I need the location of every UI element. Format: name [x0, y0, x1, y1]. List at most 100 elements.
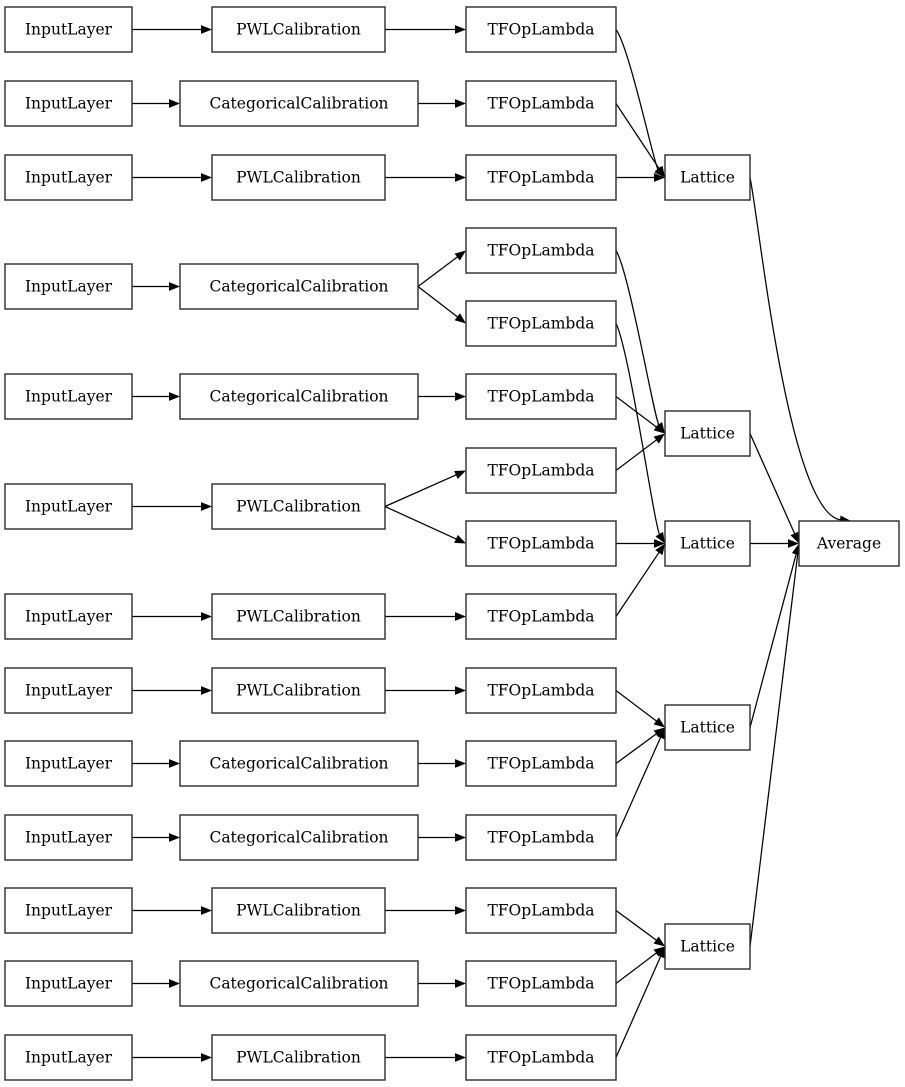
edge-line	[749, 553, 798, 728]
node-box-categorical-calibration[interactable]	[179, 814, 419, 861]
node-tf11[interactable]: TFOpLambda	[465, 740, 617, 787]
node-box-lattice[interactable]	[664, 520, 751, 567]
node-box-pwlcalibration[interactable]	[211, 6, 386, 53]
node-box-tfop-lambda[interactable]	[465, 740, 617, 787]
node-box-input-layer[interactable]	[4, 814, 133, 861]
node-lat5[interactable]: Lattice	[664, 923, 751, 970]
node-box-input-layer[interactable]	[4, 154, 133, 201]
node-box-pwlcalibration[interactable]	[211, 154, 386, 201]
node-cal11[interactable]: PWLCalibration	[211, 887, 386, 934]
node-box-lattice[interactable]	[664, 154, 751, 201]
node-cal10[interactable]: CategoricalCalibration	[179, 814, 419, 861]
node-box-tfop-lambda[interactable]	[465, 814, 617, 861]
node-box-input-layer[interactable]	[4, 740, 133, 787]
node-box-tfop-lambda[interactable]	[465, 154, 617, 201]
node-box-lattice[interactable]	[664, 410, 751, 457]
node-cal4[interactable]: CategoricalCalibration	[179, 263, 419, 310]
node-tf4[interactable]: TFOpLambda	[465, 227, 617, 274]
node-box-pwlcalibration[interactable]	[211, 483, 386, 530]
node-box-tfop-lambda[interactable]	[465, 80, 617, 127]
node-box-tfop-lambda[interactable]	[465, 447, 617, 494]
node-box-input-layer[interactable]	[4, 887, 133, 934]
node-box-categorical-calibration[interactable]	[179, 373, 419, 420]
node-box-categorical-calibration[interactable]	[179, 80, 419, 127]
node-in10[interactable]: InputLayer	[4, 814, 133, 861]
arrowhead	[169, 833, 180, 842]
node-in5[interactable]: InputLayer	[4, 373, 133, 420]
arrowhead	[169, 282, 180, 291]
node-box-pwlcalibration[interactable]	[211, 667, 386, 714]
node-tf5[interactable]: TFOpLambda	[465, 300, 617, 347]
node-tf3[interactable]: TFOpLambda	[465, 154, 617, 201]
node-lat2[interactable]: Lattice	[664, 410, 751, 457]
edge-line	[615, 952, 658, 984]
arrowhead	[653, 946, 665, 957]
node-tf8[interactable]: TFOpLambda	[465, 520, 617, 567]
node-tf13[interactable]: TFOpLambda	[465, 887, 617, 934]
node-in2[interactable]: InputLayer	[4, 80, 133, 127]
node-in13[interactable]: InputLayer	[4, 1034, 133, 1081]
node-cal1[interactable]: PWLCalibration	[211, 6, 386, 53]
node-box-pwlcalibration[interactable]	[211, 593, 386, 640]
node-in1[interactable]: InputLayer	[4, 6, 133, 53]
node-tf1[interactable]: TFOpLambda	[465, 6, 617, 53]
node-lat3[interactable]: Lattice	[664, 520, 751, 567]
node-box-tfop-lambda[interactable]	[465, 887, 617, 934]
node-tf2[interactable]: TFOpLambda	[465, 80, 617, 127]
node-box-tfop-lambda[interactable]	[465, 1034, 617, 1081]
node-box-input-layer[interactable]	[4, 593, 133, 640]
node-cal3[interactable]: PWLCalibration	[211, 154, 386, 201]
node-cal9[interactable]: CategoricalCalibration	[179, 740, 419, 787]
node-lat4[interactable]: Lattice	[664, 704, 751, 751]
node-in4[interactable]: InputLayer	[4, 263, 133, 310]
node-box-categorical-calibration[interactable]	[179, 960, 419, 1007]
node-tf14[interactable]: TFOpLambda	[465, 960, 617, 1007]
node-box-input-layer[interactable]	[4, 80, 133, 127]
node-tf15[interactable]: TFOpLambda	[465, 1034, 617, 1081]
node-box-tfop-lambda[interactable]	[465, 520, 617, 567]
node-tf6[interactable]: TFOpLambda	[465, 373, 617, 420]
node-in11[interactable]: InputLayer	[4, 887, 133, 934]
node-in8[interactable]: InputLayer	[4, 667, 133, 714]
node-cal2[interactable]: CategoricalCalibration	[179, 80, 419, 127]
node-tf9[interactable]: TFOpLambda	[465, 593, 617, 640]
node-in12[interactable]: InputLayer	[4, 960, 133, 1007]
node-tf7[interactable]: TFOpLambda	[465, 447, 617, 494]
node-box-lattice[interactable]	[664, 704, 751, 751]
node-box-tfop-lambda[interactable]	[465, 227, 617, 274]
node-box-input-layer[interactable]	[4, 1034, 133, 1081]
node-cal6[interactable]: PWLCalibration	[211, 483, 386, 530]
node-box-input-layer[interactable]	[4, 373, 133, 420]
node-box-input-layer[interactable]	[4, 6, 133, 53]
node-box-tfop-lambda[interactable]	[465, 300, 617, 347]
node-cal13[interactable]: PWLCalibration	[211, 1034, 386, 1081]
node-cal12[interactable]: CategoricalCalibration	[179, 960, 419, 1007]
node-in9[interactable]: InputLayer	[4, 740, 133, 787]
node-box-tfop-lambda[interactable]	[465, 667, 617, 714]
node-box-pwlcalibration[interactable]	[211, 887, 386, 934]
node-box-categorical-calibration[interactable]	[179, 263, 419, 310]
node-label-pwlcalibration: PWLCalibration	[236, 498, 361, 516]
node-box-input-layer[interactable]	[4, 667, 133, 714]
node-box-input-layer[interactable]	[4, 263, 133, 310]
node-box-categorical-calibration[interactable]	[179, 740, 419, 787]
node-box-tfop-lambda[interactable]	[465, 593, 617, 640]
node-box-tfop-lambda[interactable]	[465, 960, 617, 1007]
node-cal7[interactable]: PWLCalibration	[211, 593, 386, 640]
node-box-tfop-lambda[interactable]	[465, 6, 617, 53]
node-box-input-layer[interactable]	[4, 483, 133, 530]
node-cal8[interactable]: PWLCalibration	[211, 667, 386, 714]
node-cal5[interactable]: CategoricalCalibration	[179, 373, 419, 420]
node-box-pwlcalibration[interactable]	[211, 1034, 386, 1081]
node-box-average[interactable]	[798, 520, 900, 567]
node-avg[interactable]: Average	[798, 520, 900, 567]
node-lat1[interactable]: Lattice	[664, 154, 751, 201]
node-tf12[interactable]: TFOpLambda	[465, 814, 617, 861]
node-in3[interactable]: InputLayer	[4, 154, 133, 201]
node-box-tfop-lambda[interactable]	[465, 373, 617, 420]
node-in6[interactable]: InputLayer	[4, 483, 133, 530]
node-in7[interactable]: InputLayer	[4, 593, 133, 640]
node-box-lattice[interactable]	[664, 923, 751, 970]
node-tf10[interactable]: TFOpLambda	[465, 667, 617, 714]
node-box-input-layer[interactable]	[4, 960, 133, 1007]
